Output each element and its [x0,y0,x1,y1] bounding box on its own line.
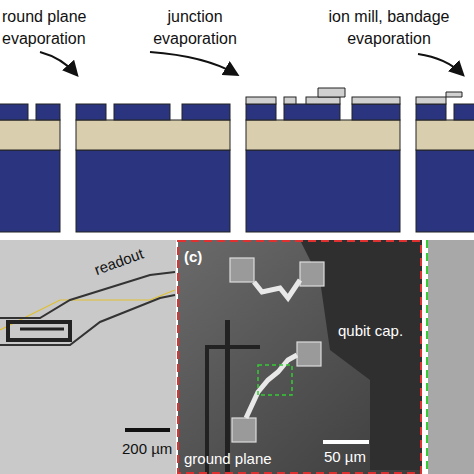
scale-label: 50 µm [324,448,366,465]
part-label: ground plane [184,450,272,467]
part-label: qubit cap. [338,322,403,339]
step-label: junction evaporation [150,6,240,50]
step-label: ion mill, bandage evaporation [308,6,470,50]
panel-letter: (c) [184,248,202,265]
scale-label: 200 µm [122,440,172,457]
step-label: round plane evaporation [2,6,92,50]
